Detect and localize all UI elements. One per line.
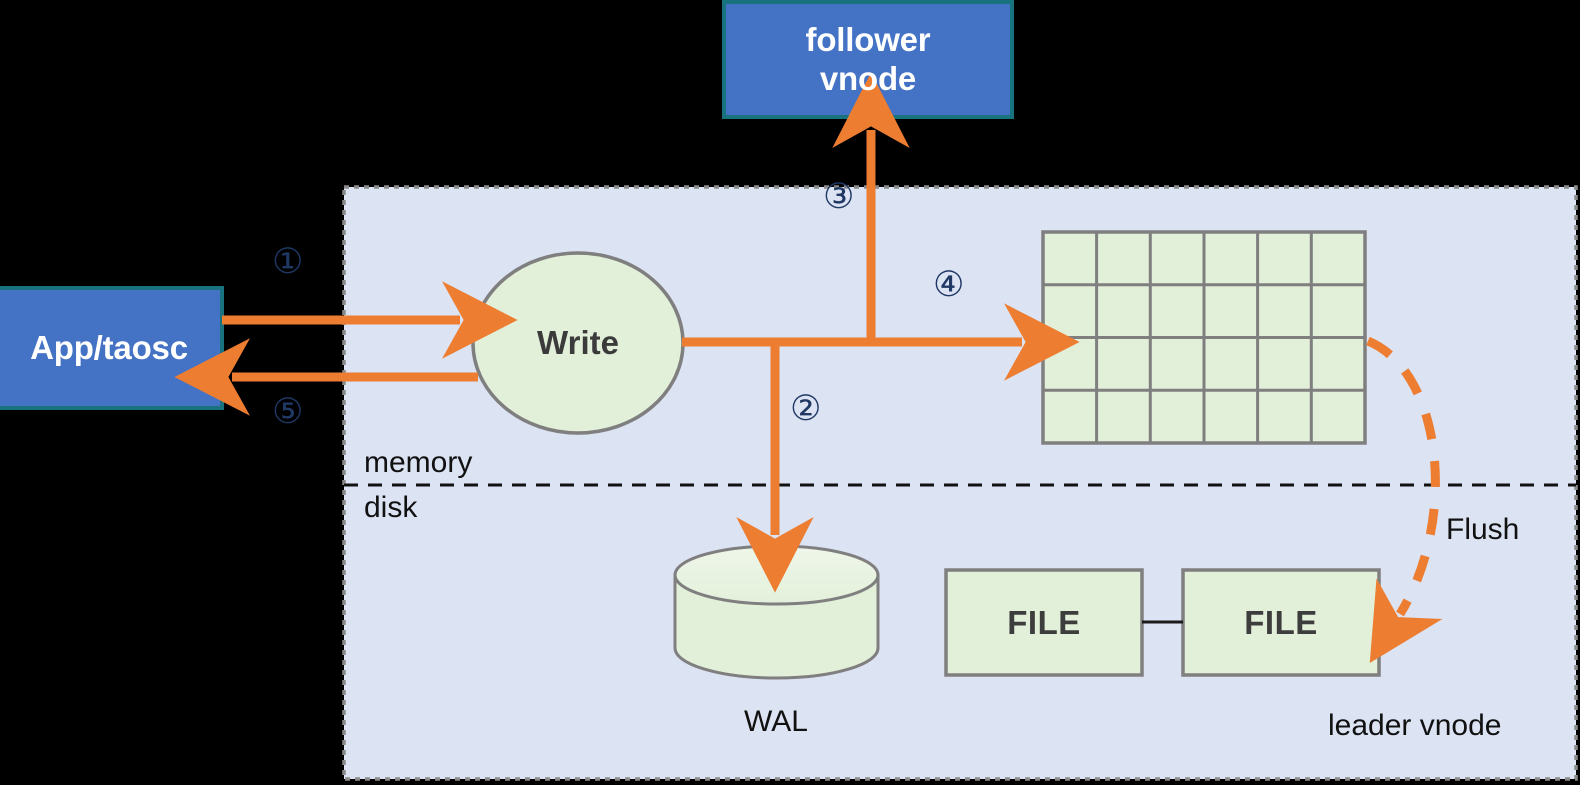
follower-vnode-box-shape [722,0,1014,119]
file-box-1-shape [944,568,1144,677]
write-node-shape [471,251,685,435]
app-taosc-box-shape [0,286,224,410]
wal-cylinder [673,544,880,680]
flush-dashed-arrow [1366,336,1443,664]
memtable-grid [1041,230,1367,445]
file-box-2-shape [1181,568,1381,677]
